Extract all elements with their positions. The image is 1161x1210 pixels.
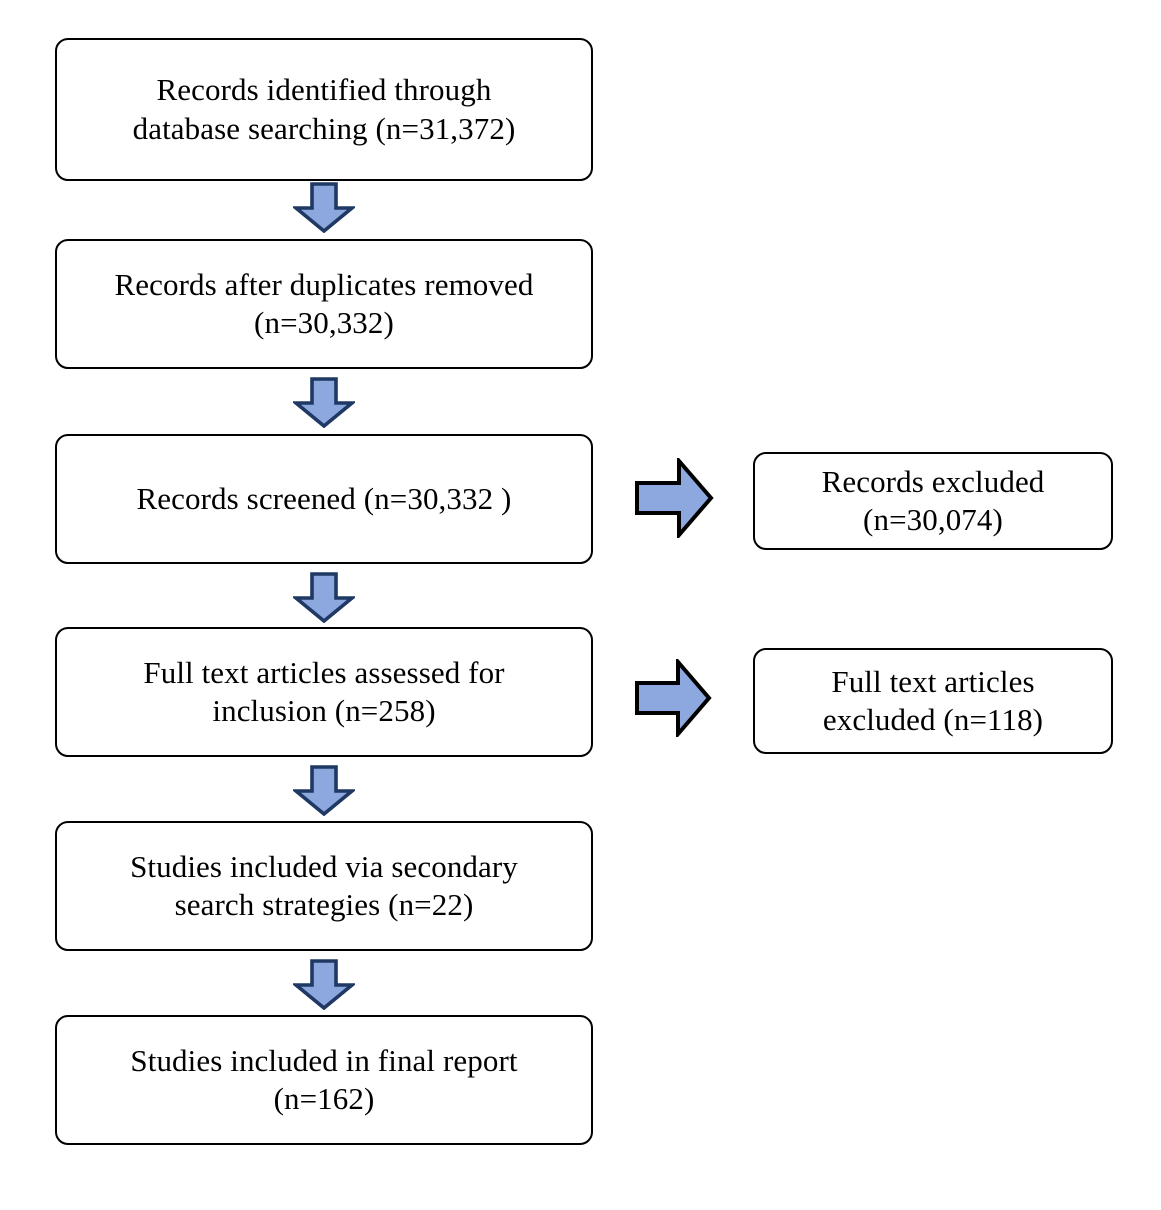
flow-box-label: Records identified through database sear…: [132, 72, 516, 146]
arrow-down-icon: [293, 572, 355, 623]
arrow-down-icon: [293, 959, 355, 1010]
flow-box-records-excluded: Records excluded (n=30,074): [753, 452, 1113, 550]
flow-box-secondary-search: Studies included via secondary search st…: [55, 821, 593, 951]
flow-box-label: Full text articles assessed for inclusio…: [143, 654, 505, 728]
arrow-down-icon: [293, 765, 355, 816]
arrow-down-icon: [293, 182, 355, 233]
flow-box-label: Studies included in final report (n=162): [130, 1042, 518, 1116]
flow-box-label: Studies included via secondary search st…: [130, 848, 518, 922]
arrow-down-icon: [293, 377, 355, 428]
flow-box-records-screened: Records screened (n=30,332 ): [55, 434, 593, 564]
arrow-right-icon: [634, 659, 712, 737]
arrow-right-icon: [634, 458, 714, 538]
flow-box-final-report: Studies included in final report (n=162): [55, 1015, 593, 1145]
flow-box-records-after-duplicates: Records after duplicates removed (n=30,3…: [55, 239, 593, 369]
flow-box-label: Records screened (n=30,332 ): [136, 480, 512, 516]
flow-box-fulltext-assessed: Full text articles assessed for inclusio…: [55, 627, 593, 757]
flow-box-records-identified: Records identified through database sear…: [55, 38, 593, 181]
flow-box-label: Records after duplicates removed (n=30,3…: [114, 266, 534, 340]
flow-box-label: Records excluded (n=30,074): [821, 463, 1045, 537]
flow-box-fulltext-excluded: Full text articles excluded (n=118): [753, 648, 1113, 754]
flow-box-label: Full text articles excluded (n=118): [822, 663, 1044, 737]
